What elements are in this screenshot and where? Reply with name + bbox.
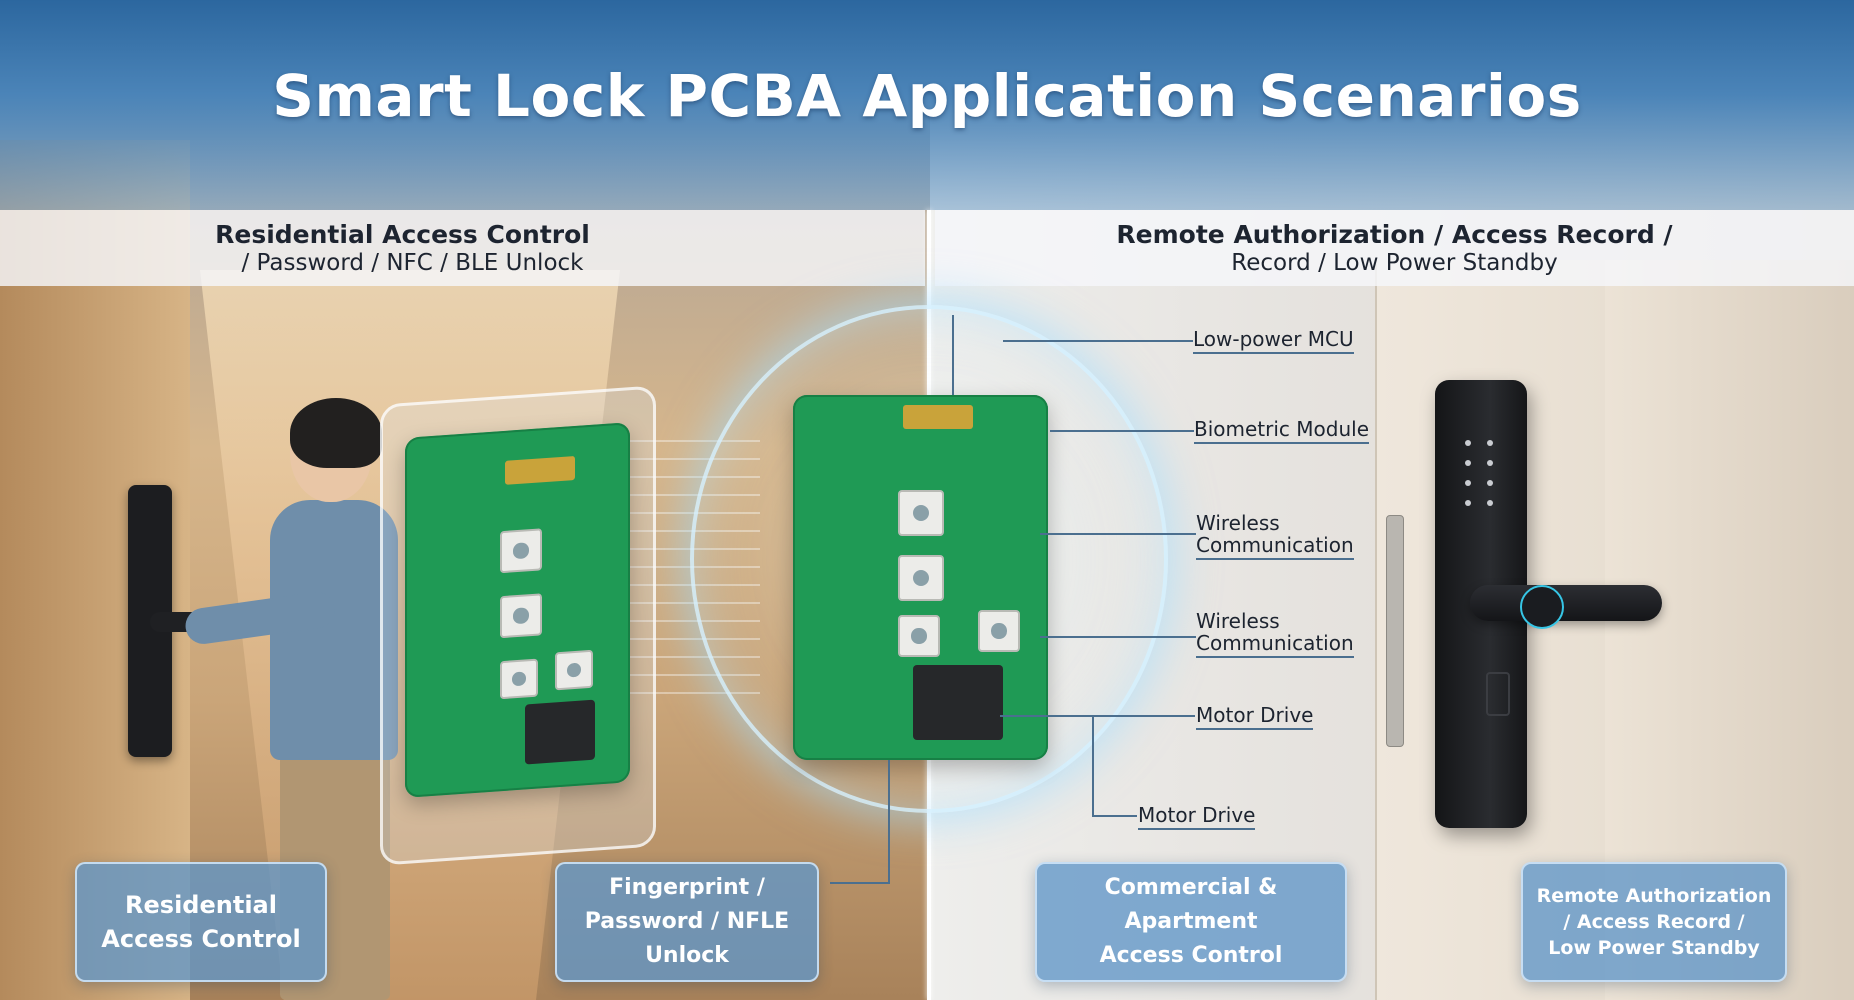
- callout-label: Motor Drive: [1196, 704, 1314, 730]
- page-title: Smart Lock PCBA Application Scenarios: [272, 62, 1582, 130]
- callout-label: Wireless Communication: [1196, 512, 1354, 560]
- box-line: Remote Authorization: [1536, 885, 1772, 907]
- pcb-relay: [913, 665, 1003, 740]
- left-scenario-band: Residential Access Control / Password / …: [0, 210, 925, 286]
- pcb-component: [500, 658, 538, 700]
- callout-label: Wireless Communication: [1196, 610, 1354, 658]
- scenario-box-residential: Residential Access Control: [75, 862, 327, 982]
- title-band: [0, 0, 1854, 210]
- box-line: Low Power Standby: [1548, 937, 1760, 959]
- pcb-component: [555, 649, 593, 691]
- right-band-line2: Record / Low Power Standby: [1231, 250, 1558, 276]
- right-scenario-band: Remote Authorization / Access Record / R…: [935, 210, 1854, 286]
- pcb-board-left: [405, 422, 630, 798]
- scenario-box-commercial: Commercial & Apartment Access Control: [1035, 862, 1347, 982]
- pcb-relay: [525, 699, 595, 765]
- box-line: Residential: [125, 891, 277, 919]
- smart-lock-handle: [1470, 585, 1662, 621]
- pcb-component: [978, 610, 1020, 652]
- box-line: Password / NFLE Unlock: [584, 909, 790, 968]
- callout-connector: [830, 882, 890, 884]
- box-line: Fingerprint /: [609, 875, 765, 900]
- pcb-antenna: [903, 405, 973, 429]
- box-line: Access Control: [1099, 943, 1283, 968]
- fingerprint-sensor-icon: [1520, 585, 1564, 629]
- box-line: / Access Record /: [1563, 911, 1745, 933]
- right-band-line1: Remote Authorization / Access Record /: [1116, 220, 1673, 249]
- scenario-box-unlock-methods: Fingerprint / Password / NFLE Unlock: [555, 862, 819, 982]
- pcb-board-center: [793, 395, 1048, 760]
- pcb-component: [898, 615, 940, 657]
- callout-connector: [952, 315, 954, 395]
- callout-label: Motor Drive: [1138, 804, 1256, 830]
- pcb-component: [898, 490, 944, 536]
- callout-connector: [888, 760, 890, 882]
- key-slot: [1486, 672, 1510, 716]
- scenario-box-remote: Remote Authorization / Access Record / L…: [1521, 862, 1787, 982]
- person-hair: [290, 398, 382, 468]
- pcb-antenna: [505, 455, 575, 485]
- pcb-component: [898, 555, 944, 601]
- door-strike-plate: [1386, 515, 1404, 747]
- left-band-line1: Residential Access Control: [215, 220, 590, 249]
- left-band-line2: / Password / NFC / BLE Unlock: [241, 250, 584, 276]
- pcb-component: [500, 593, 542, 639]
- callout-label: Low-power MCU: [1193, 328, 1354, 354]
- box-line: Commercial & Apartment: [1104, 875, 1278, 934]
- pcb-component: [500, 528, 542, 574]
- box-line: Access Control: [101, 925, 301, 953]
- callout-label: Biometric Module: [1194, 418, 1369, 444]
